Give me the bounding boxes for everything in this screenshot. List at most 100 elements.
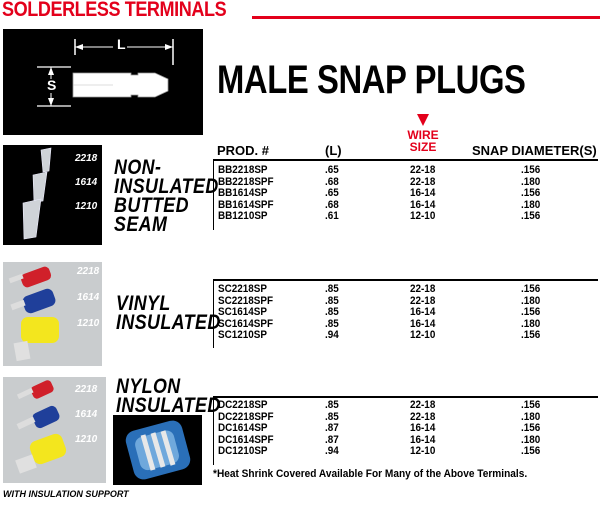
col-header-wire: WIRE SIZE: [406, 129, 440, 153]
footnote: *Heat Shrink Covered Available For Many …: [213, 468, 528, 480]
cell-wire: 12-10: [410, 210, 436, 222]
terminal-dimension-drawing: [37, 39, 174, 107]
cell-snap: .156: [521, 422, 541, 434]
gauge-label: 2218: [75, 153, 98, 164]
cell-wire: 22-18: [410, 175, 436, 188]
cell-prod: DC1614SP: [218, 422, 268, 434]
cell-snap: .180: [521, 433, 541, 446]
category-label-line: INSULATED: [114, 175, 219, 198]
cell-length: .68: [325, 198, 339, 211]
size-label: S: [47, 77, 57, 93]
cell-wire: 22-18: [410, 164, 436, 176]
cell-prod: BB1614SP: [218, 187, 268, 199]
cell-snap: .180: [521, 410, 541, 423]
category-label-line: NYLON: [116, 375, 181, 398]
gauge-label: 1614: [75, 177, 98, 188]
gauge-label: 1210: [75, 434, 98, 445]
length-label: L: [117, 36, 126, 52]
cell-prod: DC1614SPF: [218, 433, 274, 446]
cell-snap: .156: [521, 164, 541, 176]
cell-length: .61: [325, 210, 339, 222]
support-note: WITH INSULATION SUPPORT: [3, 489, 129, 499]
gauge-label: 2218: [75, 384, 98, 395]
cell-prod: SC1614SPF: [218, 317, 274, 330]
cell-prod: DC2218SP: [218, 399, 268, 411]
cell-wire: 22-18: [410, 410, 436, 423]
cell-snap: .156: [521, 283, 541, 295]
cell-wire: 16-14: [410, 422, 436, 434]
cell-length: .94: [325, 329, 339, 341]
col-header-length: (L): [325, 143, 342, 158]
gauge-label: 1614: [77, 292, 100, 303]
cell-snap: .156: [521, 210, 541, 222]
cell-wire: 16-14: [410, 187, 436, 199]
cell-snap: .180: [521, 317, 541, 330]
col-header-prod: PROD. #: [217, 143, 270, 158]
category-label-nylon: NYLON INSULATED: [116, 375, 221, 417]
category-label-line: VINYL: [116, 292, 171, 315]
cell-length: .85: [325, 410, 339, 423]
cell-prod: SC2218SPF: [218, 294, 274, 307]
cell-wire: 12-10: [410, 445, 436, 457]
category-label-line: BUTTED: [114, 194, 189, 217]
cell-prod: BB2218SPF: [218, 175, 274, 188]
product-photo-nylon: 2218 1614 1210: [3, 377, 106, 483]
cell-prod: SC2218SP: [218, 283, 267, 295]
cell-snap: .156: [521, 187, 541, 199]
table-border: [213, 280, 214, 348]
product-photo-vinyl: 2218 1614 1210: [3, 262, 102, 366]
col-header-wire-line1: WIRE: [407, 128, 439, 142]
cell-wire: 22-18: [410, 399, 436, 411]
cell-snap: .156: [521, 445, 541, 457]
cell-length: .85: [325, 306, 339, 318]
category-label-line: INSULATED: [116, 394, 221, 417]
cell-snap: .180: [521, 294, 541, 307]
cell-prod: BB1210SP: [218, 210, 268, 222]
cell-wire: 22-18: [410, 294, 436, 307]
category-label-vinyl: VINYL INSULATED: [116, 292, 221, 334]
cell-length: .85: [325, 283, 339, 295]
gauge-label: 2218: [77, 266, 100, 277]
table-rule: [213, 396, 598, 398]
cell-snap: .156: [521, 399, 541, 411]
cell-snap: .180: [521, 198, 541, 211]
col-header-wire-line2: SIZE: [409, 140, 437, 154]
cell-wire: 16-14: [410, 306, 436, 318]
page-title: MALE SNAP PLUGS: [217, 58, 526, 102]
cell-wire: 12-10: [410, 329, 436, 341]
category-label-non-insulated: NON- INSULATED BUTTED SEAM: [114, 156, 219, 236]
cell-length: .68: [325, 175, 339, 188]
col-header-snap: SNAP DIAMETER(S): [472, 143, 597, 158]
cell-snap: .156: [521, 306, 541, 318]
category-label-line: INSULATED: [116, 311, 221, 334]
cell-wire: 16-14: [410, 317, 436, 330]
cell-length: .87: [325, 433, 339, 446]
cell-prod: DC1210SP: [218, 445, 268, 457]
cell-snap: .180: [521, 175, 541, 188]
category-label-line: SEAM: [114, 213, 168, 236]
cell-prod: DC2218SPF: [218, 410, 274, 423]
insulation-support-photo: [113, 415, 202, 485]
table-border: [213, 397, 214, 465]
category-label-line: NON-: [114, 156, 162, 179]
cell-wire: 16-14: [410, 433, 436, 446]
cell-length: .65: [325, 164, 339, 176]
dimension-diagram: L S: [3, 29, 203, 135]
section-header: SOLDERLESS TERMINALS: [2, 0, 227, 21]
cell-length: .94: [325, 445, 339, 457]
cell-prod: SC1210SP: [218, 329, 267, 341]
cell-length: .85: [325, 294, 339, 307]
table-rule: [213, 159, 598, 161]
table-border: [213, 160, 214, 230]
cell-length: .85: [325, 399, 339, 411]
gauge-label: 1614: [75, 409, 98, 420]
cell-prod: BB1614SPF: [218, 198, 274, 211]
cell-length: .85: [325, 317, 339, 330]
cell-length: .87: [325, 422, 339, 434]
gauge-label: 1210: [75, 201, 98, 212]
cell-wire: 22-18: [410, 283, 436, 295]
cell-snap: .156: [521, 329, 541, 341]
product-photo-non-insulated: 2218 1614 1210: [3, 145, 102, 245]
table-rule: [213, 279, 598, 281]
cell-wire: 16-14: [410, 198, 436, 211]
